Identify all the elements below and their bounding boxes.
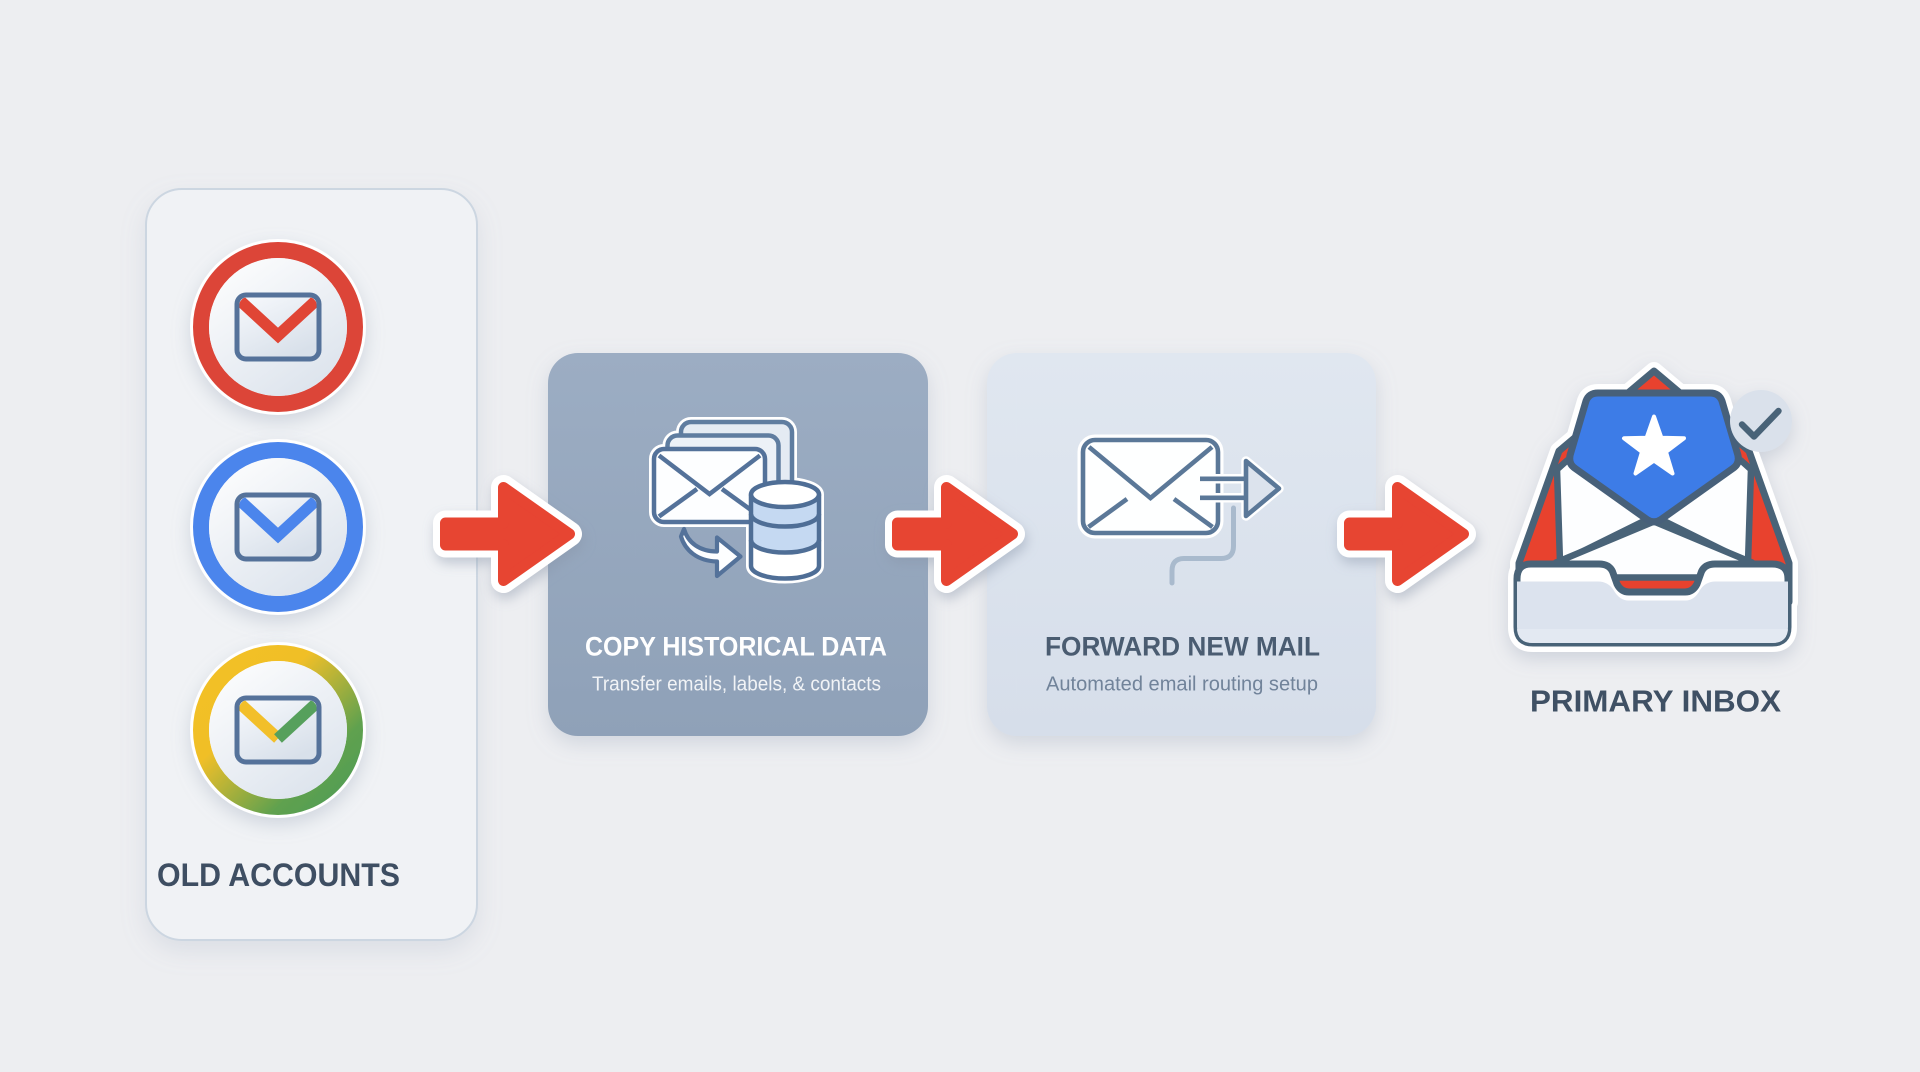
svg-text:PRIMARY INBOX: PRIMARY INBOX [1530,684,1781,719]
svg-text:FORWARD NEW MAIL: FORWARD NEW MAIL [1045,632,1320,662]
svg-text:COPY HISTORICAL DATA: COPY HISTORICAL DATA [585,632,887,662]
svg-text:Automated email routing setup: Automated email routing setup [1046,673,1318,696]
svg-text:Transfer emails, labels, & con: Transfer emails, labels, & contacts [592,673,881,696]
svg-text:OLD ACCOUNTS: OLD ACCOUNTS [157,857,400,893]
